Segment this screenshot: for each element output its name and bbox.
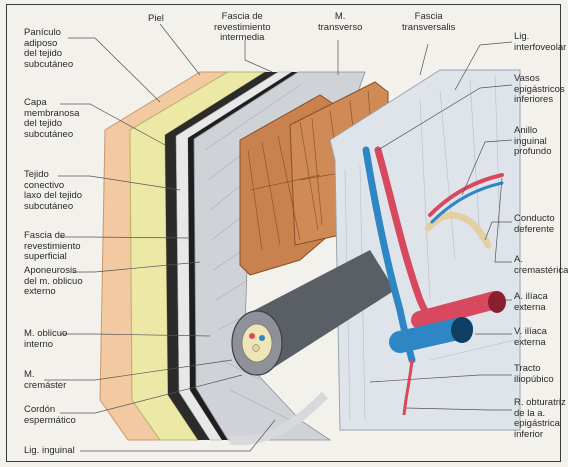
label-piel: Piel xyxy=(148,14,164,25)
label-oblicuo-interno: M. oblicuo interno xyxy=(24,329,67,350)
label-cremaster: M. cremáster xyxy=(24,370,66,391)
label-lig-interfoveolar: Lig. interfoveolar xyxy=(514,32,566,53)
label-fascia-superficial: Fascia de revestimiento superficial xyxy=(24,231,81,263)
iliac-artery-lumen xyxy=(488,291,506,313)
fascia-transversalis-sheet xyxy=(330,70,520,430)
label-lig-inguinal: Lig. inguinal xyxy=(24,446,75,457)
iliac-vein-lumen xyxy=(451,317,473,343)
label-tracto: Tracto iliopúbico xyxy=(514,364,554,385)
label-tejido-conectivo: Tejido conectivo laxo del tejido subcutá… xyxy=(24,170,82,212)
label-anillo: Anillo inguinal profundo xyxy=(514,126,552,158)
label-fascia-intermedia: Fascia de revestimiento intermedia xyxy=(214,12,271,44)
cord-artery-dot xyxy=(249,333,255,339)
label-conducto: Conducto deferente xyxy=(514,214,555,235)
label-fascia-transversalis: Fascia transversalis xyxy=(402,12,455,33)
label-cordon: Cordón espermático xyxy=(24,405,76,426)
label-a-cremasterica: A. cremastérica xyxy=(514,255,568,276)
cord-vas-dot xyxy=(253,345,260,352)
label-r-obturatriz: R. obturatriz de la a. epigástrica infer… xyxy=(514,398,566,440)
cord-inner xyxy=(242,324,272,362)
label-v-iliaca: V. ilíaca externa xyxy=(514,327,547,348)
label-capa-membranosa: Capa membranosa del tejido subcutáneo xyxy=(24,98,79,140)
label-paniculo: Panículo adiposo del tejido subcutáneo xyxy=(24,28,73,70)
label-vasos-epigastricos: Vasos epigástricos inferiores xyxy=(514,74,565,106)
label-aponeurosis: Aponeurosis del m. oblicuo externo xyxy=(24,266,83,298)
cord-vein-dot xyxy=(259,335,265,341)
label-transverso: M. transverso xyxy=(318,12,362,33)
label-a-iliaca: A. ilíaca externa xyxy=(514,292,548,313)
